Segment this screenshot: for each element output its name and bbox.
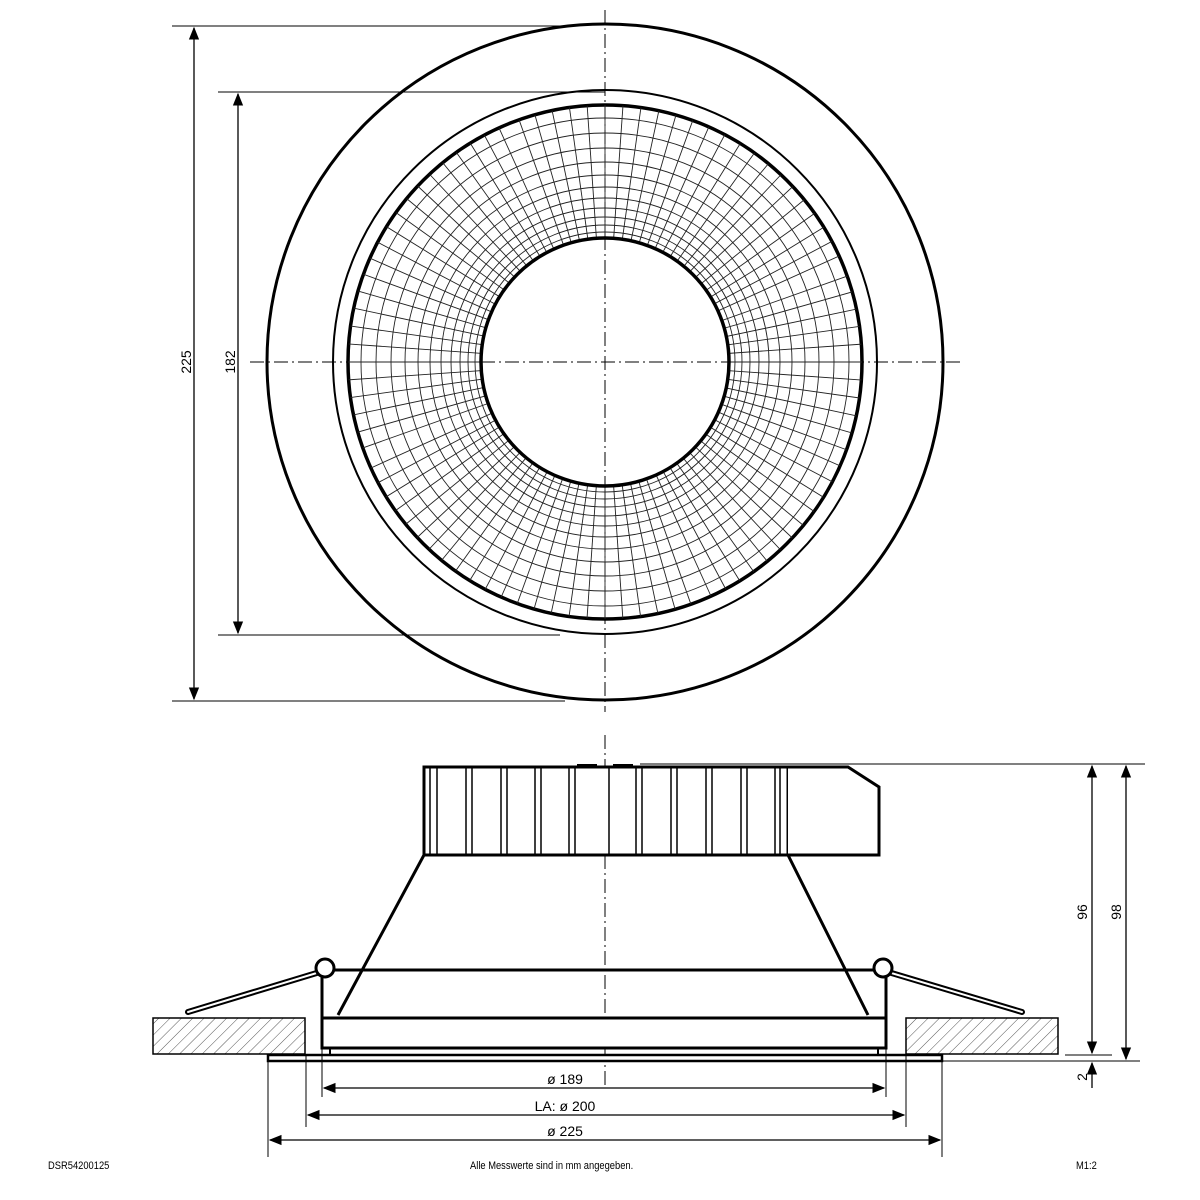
ceiling-right: [905, 1017, 1059, 1055]
ceiling-left: [152, 1017, 306, 1055]
terminal-box: [788, 765, 881, 857]
dim-diameter-body: ø 189: [547, 1071, 583, 1087]
dim-height-total: 98: [1108, 904, 1124, 920]
reflector-grid: [348, 105, 862, 619]
dim-reflector-diameter: 182: [222, 350, 238, 374]
outer-ring: [265, 22, 945, 702]
dim-flange: 2: [1074, 1073, 1090, 1081]
scale-label: M1:2: [1076, 1160, 1097, 1172]
dim-cutout: LA: ø 200: [535, 1098, 596, 1114]
cooling-fins: [429, 767, 781, 855]
top-view: 225 182: [172, 10, 960, 712]
measurement-note: Alle Messwerte sind in mm angegeben.: [470, 1160, 634, 1172]
spring-right: [872, 957, 894, 979]
spring-left: [314, 957, 336, 979]
article-number: DSR54200125: [48, 1160, 110, 1172]
trim-ring: [332, 89, 878, 635]
dim-height-body: 96: [1074, 904, 1090, 920]
flange: [266, 1053, 944, 1063]
dim-outer-diameter: 225: [178, 350, 194, 374]
side-view: 96 98 2 ø 189 LA: ø 200 ø 225: [152, 735, 1145, 1157]
dim-diameter-outer: ø 225: [547, 1123, 583, 1139]
ring-body: [320, 1016, 888, 1050]
